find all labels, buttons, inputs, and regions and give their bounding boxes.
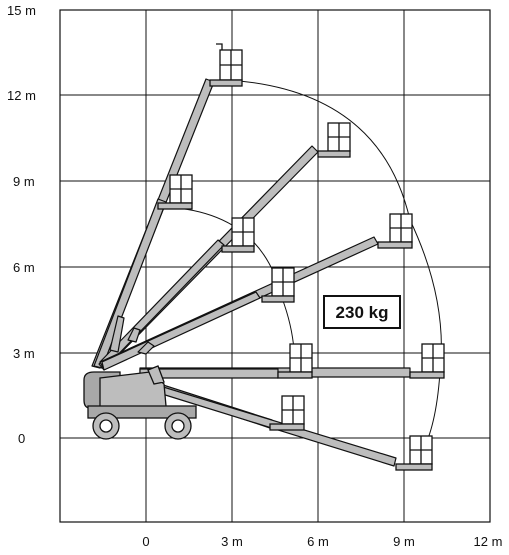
- machine-wheel-front-hub: [171, 419, 185, 433]
- basket-mid-lower-floor: [261, 295, 295, 303]
- jib-3: [137, 341, 155, 355]
- basket-top: [209, 43, 243, 87]
- chart-frame: [59, 9, 491, 523]
- jib-2: [127, 327, 141, 343]
- y-label-3: 3 m: [13, 346, 35, 361]
- basket-down-long: [395, 435, 433, 471]
- x-axis-labels: 0 3 m 6 m 9 m 12 m: [142, 534, 502, 549]
- x-label-12: 12 m: [474, 534, 503, 549]
- x-label-0: 0: [142, 534, 149, 549]
- basket-upper-right-floor: [317, 150, 351, 158]
- jib-1: [109, 315, 125, 353]
- basket-mid-lower: [261, 267, 295, 303]
- machine-turntable: [99, 371, 167, 409]
- basket-horizontal-long-floor: [409, 371, 445, 379]
- basket-down-short-floor: [269, 423, 305, 431]
- baskets: [157, 43, 445, 471]
- load-capacity-box: 230 kg: [323, 295, 401, 329]
- basket-top-hook: [216, 43, 223, 50]
- basket-mid-upper: [221, 217, 255, 253]
- boom-9m: [93, 198, 167, 369]
- basket-down-long-floor: [395, 463, 433, 471]
- load-capacity-frame: [323, 295, 401, 329]
- basket-horizontal-short-floor: [277, 371, 313, 379]
- machine-chassis: [87, 405, 197, 419]
- basket-upper-right: [317, 122, 351, 158]
- basket-horizontal-short: [277, 343, 313, 379]
- basket-9m-left: [157, 174, 193, 210]
- machine-wheel-rear-hub: [99, 419, 113, 433]
- y-label-6: 6 m: [13, 260, 35, 275]
- basket-horizontal-long: [409, 343, 445, 379]
- boom-group: [91, 78, 411, 467]
- load-capacity-label: 230 kg: [336, 303, 389, 322]
- machine: [83, 365, 197, 440]
- x-label-9: 9 m: [393, 534, 415, 549]
- y-label-9: 9 m: [13, 174, 35, 189]
- y-label-15: 15 m: [7, 3, 36, 18]
- y-label-12: 12 m: [7, 88, 36, 103]
- y-label-0: 0: [18, 431, 25, 446]
- basket-9m-left-floor: [157, 202, 193, 210]
- envelope-outer-arc: [227, 79, 442, 456]
- basket-mid-right: [377, 213, 413, 249]
- x-label-3: 3 m: [221, 534, 243, 549]
- basket-mid-upper-floor: [221, 245, 255, 253]
- machine-boom-pivot: [147, 365, 165, 385]
- basket-down-short: [269, 395, 305, 431]
- basket-top-floor: [209, 79, 243, 87]
- basket-mid-right-floor: [377, 241, 413, 249]
- y-axis-labels: 15 m 12 m 9 m 6 m 3 m 0: [7, 3, 36, 446]
- x-label-6: 6 m: [307, 534, 329, 549]
